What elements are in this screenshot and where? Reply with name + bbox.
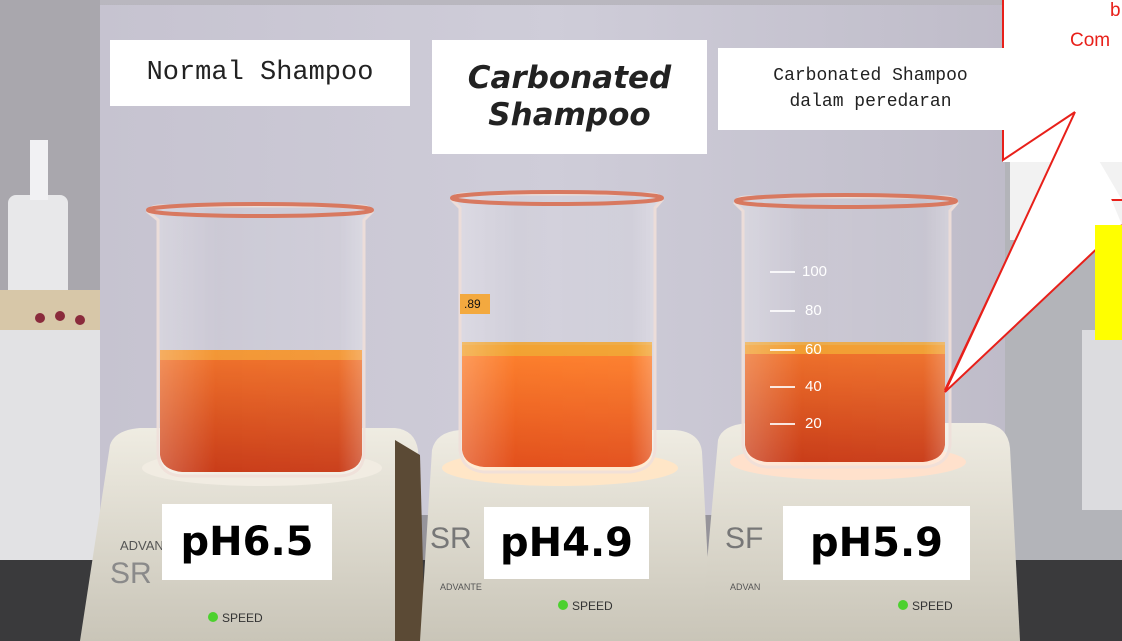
callout-text-line2: Com [1070,30,1111,51]
callout-text-line1: b [1110,0,1121,21]
ph-label-carbonated: pH4.9 [484,507,649,579]
callout-highlight [1095,225,1122,340]
label-carbonated-shampoo-market: Carbonated Shampoo dalam peredaran [718,48,1023,130]
ph-label-normal: pH6.5 [162,504,332,580]
svg-text:ADVANTE: ADVANTE [440,582,482,592]
price-tag: .89 [464,297,481,311]
svg-text:SPEED: SPEED [912,599,953,613]
beaker-mark-40: 40 [805,378,822,395]
beaker-mark-100: 100 [802,263,828,280]
beaker-middle [450,190,664,474]
beaker-right [733,193,959,469]
label-normal-shampoo: Normal Shampoo [110,40,410,106]
label-carbonated-shampoo: Carbonated Shampoo [432,40,707,154]
svg-text:ADVAN: ADVAN [730,582,760,592]
beaker-mark-60: 60 [805,341,822,358]
svg-text:SF: SF [725,522,763,555]
beaker-mark-20: 20 [805,415,822,432]
stirrer-model-text: SR [110,557,152,590]
svg-text:SPEED: SPEED [572,599,613,613]
beaker-left [146,202,374,478]
stirrer-brand-text: ADVAN [120,538,164,553]
beaker-mark-80: 80 [805,302,822,319]
svg-text:SR: SR [430,522,472,555]
ph-label-market: pH5.9 [783,506,970,580]
svg-text:SPEED: SPEED [222,611,263,625]
